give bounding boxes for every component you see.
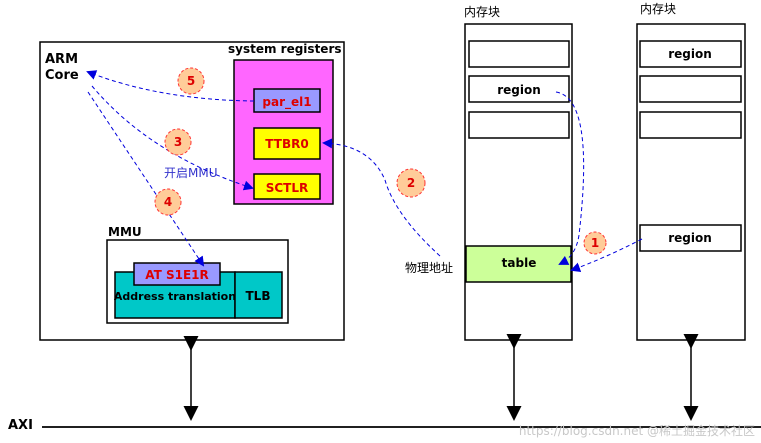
axi-label: AXI (8, 418, 33, 433)
arrow-region-to-table (555, 91, 585, 265)
ttbr0-label: TTBR0 (265, 137, 308, 151)
memory-left-table-label: table (502, 256, 537, 270)
memory-right-region-bottom-label: region (668, 231, 712, 245)
step-badge-5-label: 5 (187, 74, 195, 88)
mmu-container (106, 239, 289, 324)
tlb-label: TLB (246, 289, 271, 303)
physical-address-label: 物理地址 (405, 261, 453, 275)
arrow-right-region-to-table (570, 238, 643, 272)
step-badge-3-label: 3 (174, 135, 182, 149)
step-badge-1: 1 (583, 231, 607, 255)
memory-right-region-top-label: region (668, 47, 712, 61)
step-badge-3: 3 (164, 128, 192, 156)
step-badge-5: 5 (177, 67, 205, 95)
enable-mmu-label: 开启MMU (164, 166, 218, 180)
memory-right-region-bottom (639, 224, 742, 252)
arrow-par-el1-to-core (86, 70, 255, 102)
watermark: https://blog.csdn.net @稀土掘金技术社区 (519, 423, 755, 438)
memory-block-left-label: 内存块 (464, 5, 500, 19)
memory-left-slot-1 (468, 40, 570, 68)
at-s1e1r-label: AT S1E1R (145, 268, 209, 282)
ttbr0-register (253, 127, 321, 160)
address-translation-label: Address translation (114, 290, 236, 303)
step-badge-4-label: 4 (164, 195, 172, 209)
step-badge-2: 2 (396, 168, 426, 198)
mmu-label: MMU (108, 225, 142, 239)
memory-left-region-label: region (497, 83, 541, 97)
memory-left-slot-3 (468, 111, 570, 139)
memory-right-slot-3 (639, 111, 742, 139)
memory-right-region-top (639, 40, 742, 68)
arrow-table-to-ttbr0 (322, 138, 441, 257)
arm-label: ARM Core (45, 52, 83, 83)
system-registers-label: system registers (228, 42, 342, 56)
step-badge-4: 4 (154, 188, 182, 216)
sctlr-register (253, 173, 321, 200)
tlb-block (234, 271, 283, 319)
at-s1e1r-block (133, 262, 221, 286)
memory-right-slot-2 (639, 75, 742, 103)
par-el1-label: par_el1 (262, 95, 311, 110)
memory-block-right-label: 内存块 (640, 2, 676, 16)
sctlr-label: SCTLR (266, 181, 309, 195)
arm-label-line1: ARM (45, 52, 78, 67)
step-badge-1-label: 1 (591, 236, 599, 250)
memory-left-table (465, 245, 572, 283)
arrow-core-to-sctlr (91, 85, 254, 191)
arm-label-line2: Core (45, 68, 79, 83)
memory-block-left (464, 23, 573, 341)
step-badge-2-label: 2 (407, 176, 415, 190)
memory-block-right (636, 23, 746, 341)
memory-left-region (468, 75, 570, 103)
